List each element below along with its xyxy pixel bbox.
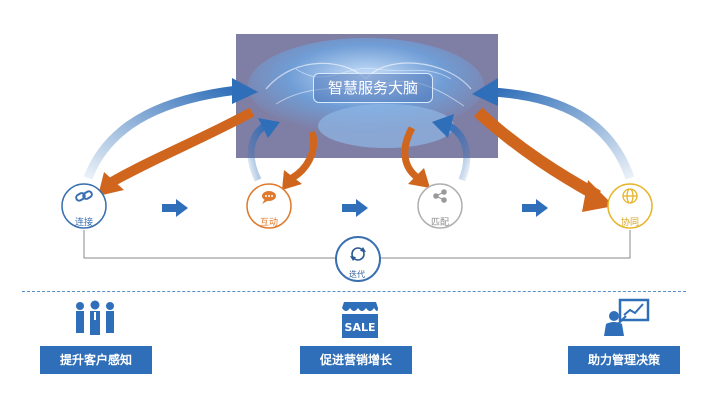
benefit-customer-perception: 提升客户感知 <box>40 346 152 374</box>
share-icon <box>433 189 447 203</box>
node-ring-match <box>417 183 463 229</box>
chat-icon <box>262 191 276 204</box>
brain-panel <box>236 34 498 158</box>
refresh-icon <box>350 247 366 261</box>
arrow-brain-to-connect <box>98 107 255 196</box>
arrow-brain-to-interact <box>282 130 317 190</box>
arrow-brain-to-match <box>401 126 430 188</box>
benefit-management-decision: 助力管理决策 <box>568 346 680 374</box>
people-group-icon <box>76 300 114 335</box>
arrow-match-to-brain <box>432 114 471 182</box>
iteration-loop <box>83 230 631 259</box>
iteration-label: 迭代 <box>349 270 365 279</box>
svg-text:SALE: SALE <box>345 321 376 334</box>
sale-store-icon: SALE <box>342 302 378 338</box>
link-icon <box>75 190 93 202</box>
step-arrow-1 <box>162 199 188 217</box>
brain-illustration <box>248 38 484 148</box>
step-arrow-2 <box>342 199 368 217</box>
brain-title: 智慧服务大脑 <box>313 73 433 103</box>
section-divider <box>22 291 686 292</box>
node-ring-interact <box>246 183 292 229</box>
arrow-connect-to-brain <box>83 78 258 180</box>
globe-icon <box>622 188 638 204</box>
node-ring-connect <box>61 183 107 229</box>
presentation-icon <box>604 298 650 336</box>
step-label-interact: 互动 <box>259 218 278 228</box>
node-ring-collab <box>607 183 653 229</box>
step-label-match: 匹配 <box>430 218 449 228</box>
step-label-connect: 连接 <box>74 218 93 228</box>
step-arrow-3 <box>522 199 548 217</box>
iteration-node <box>335 236 381 282</box>
arrow-collab-to-brain <box>472 78 635 180</box>
benefit-marketing-growth: 促进营销增长 <box>300 346 412 374</box>
step-label-collab: 协同 <box>620 218 639 228</box>
arrow-interact-to-brain <box>247 118 280 182</box>
arrow-brain-to-collab <box>473 107 614 212</box>
